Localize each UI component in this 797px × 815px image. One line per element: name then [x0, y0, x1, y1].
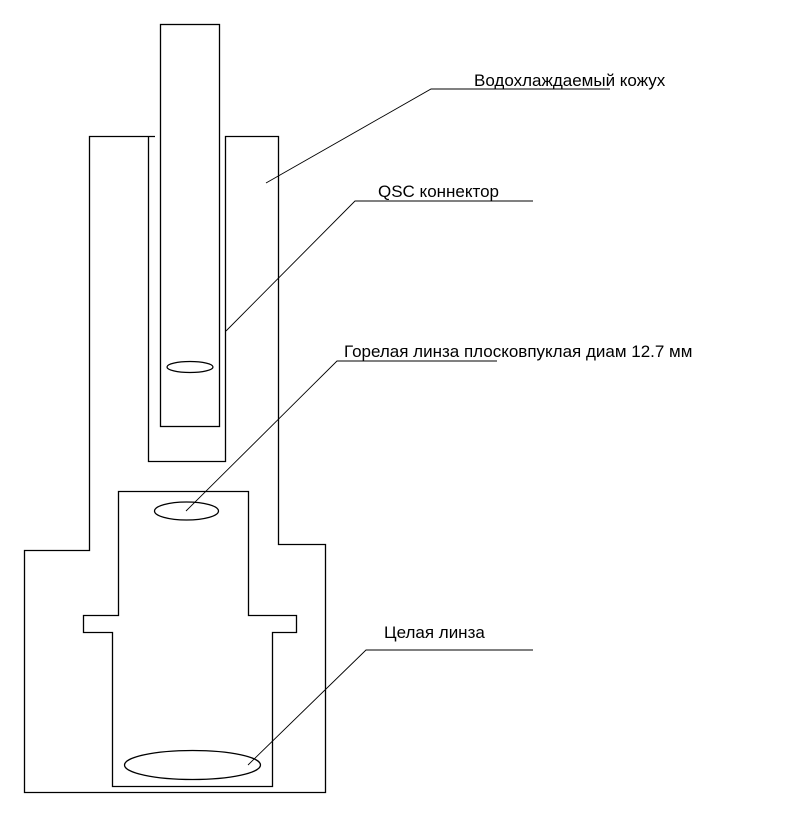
label-jacket: Водохлаждаемый кожух [474, 71, 666, 90]
lens-holder-outline [82, 490, 298, 788]
label-whole-lens: Целая линза [384, 623, 485, 642]
whole-lens [123, 749, 262, 781]
leader-jacket [265, 88, 610, 184]
leader-connector [225, 200, 533, 332]
leader-burnt-lens [185, 360, 497, 512]
connector-lens [166, 360, 214, 374]
qsc-connector-tube [159, 23, 221, 428]
burnt-lens [153, 501, 220, 521]
label-burnt-lens: Горелая линза плосковпуклая диам 12.7 мм [344, 342, 692, 361]
label-connector: QSC коннектор [378, 182, 499, 201]
water-cooled-jacket-outline [23, 135, 327, 794]
leader-whole-lens [247, 649, 533, 766]
